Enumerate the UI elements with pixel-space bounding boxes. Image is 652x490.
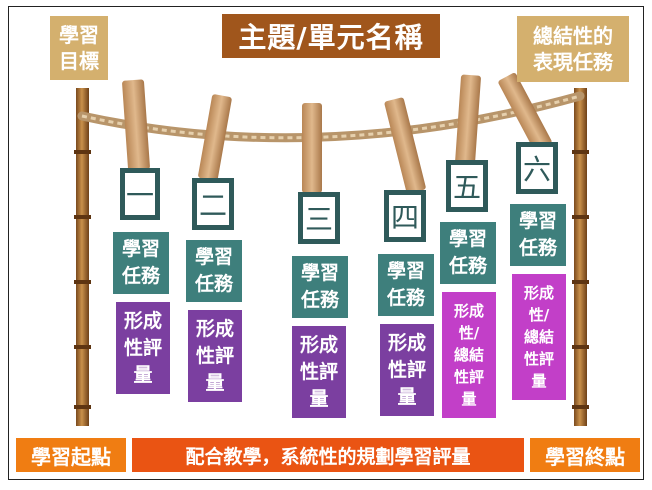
task-line: 任務 <box>448 255 487 277</box>
clothespin-1 <box>122 79 150 171</box>
learning-goals-line2: 目標 <box>59 49 99 73</box>
form-line: 性評 <box>523 350 554 368</box>
clothespin-2 <box>198 94 232 181</box>
summative-performance-task-label: 總結性的 表現任務 <box>517 16 629 82</box>
form-line: 性/ <box>458 324 480 342</box>
form-line: 性評 <box>453 368 484 386</box>
stage-number: 六 <box>516 142 558 194</box>
task-line: 學習 <box>518 210 557 232</box>
learning-task-box: 學習 任務 <box>113 232 169 294</box>
form-line: 形成 <box>453 302 484 320</box>
clothespin-4 <box>384 97 426 194</box>
learning-task-box: 學習 任務 <box>440 222 496 284</box>
task-line: 任務 <box>121 265 160 287</box>
summative-task-line2: 表現任務 <box>533 50 613 74</box>
learning-goals-line1: 學習 <box>59 23 99 47</box>
clothespin-5 <box>455 74 481 166</box>
formative-assessment-box: 形成 性評 量 <box>188 310 242 402</box>
rope <box>77 91 585 143</box>
stage-number: 五 <box>446 160 488 212</box>
task-line: 任務 <box>300 289 339 311</box>
form-line: 量 <box>461 390 477 408</box>
formative-assessment-box: 形成 性評 量 <box>116 302 170 394</box>
form-line: 形成 <box>387 331 426 354</box>
formative-assessment-box: 形成 性評 量 <box>380 324 434 416</box>
form-line: 量 <box>531 372 547 390</box>
page-title: 主題/單元名稱 <box>222 14 440 58</box>
form-line: 性/ <box>528 306 550 324</box>
systematic-assessment-banner: 配合教學，系統性的規劃學習評量 <box>132 438 524 472</box>
formative-summative-assessment-box: 形成 性/ 總結 性評 量 <box>442 292 496 418</box>
form-line: 量 <box>397 385 417 408</box>
form-line: 量 <box>309 387 329 410</box>
learning-task-box: 學習 任務 <box>186 240 242 302</box>
form-line: 量 <box>205 371 225 394</box>
form-line: 形成 <box>195 317 234 340</box>
form-line: 性評 <box>299 360 338 383</box>
form-line: 性評 <box>195 344 234 367</box>
left-pole <box>74 88 91 426</box>
learning-goals-label: 學習 目標 <box>50 16 108 80</box>
task-line: 學習 <box>386 260 425 282</box>
form-line: 性評 <box>387 358 426 381</box>
formative-assessment-box: 形成 性評 量 <box>292 326 346 418</box>
task-line: 學習 <box>300 262 339 284</box>
learning-task-box: 學習 任務 <box>292 256 348 318</box>
form-line: 總結 <box>523 328 554 346</box>
stage-number: 三 <box>298 192 340 244</box>
form-line: 形成 <box>299 333 338 356</box>
form-line: 量 <box>133 363 153 386</box>
clothespin-3 <box>302 103 322 193</box>
stage-number: 四 <box>384 190 426 242</box>
learning-start-label: 學習起點 <box>16 438 126 472</box>
form-line: 形成 <box>523 284 554 302</box>
learning-task-box: 學習 任務 <box>378 254 434 316</box>
task-line: 學習 <box>121 238 160 260</box>
learning-end-label: 學習終點 <box>530 438 640 472</box>
task-line: 任務 <box>518 237 557 259</box>
task-line: 學習 <box>194 246 233 268</box>
clothespin-6 <box>498 73 552 151</box>
task-line: 學習 <box>448 228 487 250</box>
form-line: 性評 <box>123 336 162 359</box>
form-line: 形成 <box>123 309 162 332</box>
stage-number: 一 <box>120 168 160 220</box>
stage-number: 二 <box>192 178 234 230</box>
formative-summative-assessment-box: 形成 性/ 總結 性評 量 <box>512 274 566 400</box>
task-line: 任務 <box>386 287 425 309</box>
right-pole <box>572 88 589 426</box>
learning-task-box: 學習 任務 <box>510 204 566 266</box>
task-line: 任務 <box>194 273 233 295</box>
summative-task-line1: 總結性的 <box>533 24 613 48</box>
form-line: 總結 <box>453 346 484 364</box>
